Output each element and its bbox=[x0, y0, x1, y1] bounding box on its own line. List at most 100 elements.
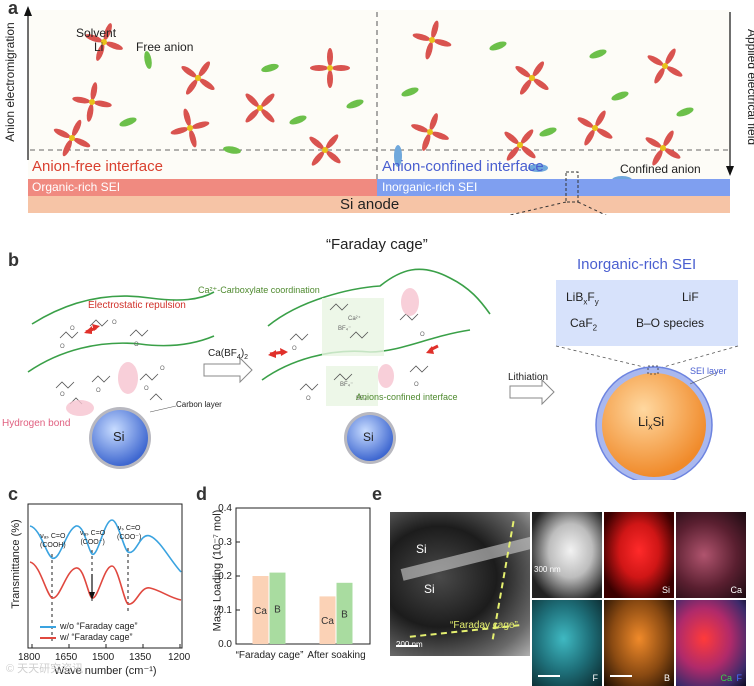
ftir-legend-with: w/ “Faraday cage” bbox=[40, 632, 133, 642]
species-caf2: CaF2 bbox=[570, 316, 598, 333]
sei-layer-label: SEI layer bbox=[690, 366, 727, 376]
species-lif: LiF bbox=[682, 290, 699, 304]
bar-series-label: B bbox=[341, 609, 348, 620]
organic-sei-bar bbox=[28, 179, 377, 196]
si-anode-label: Si anode bbox=[340, 196, 400, 213]
tem-si-label-1: Si bbox=[416, 542, 427, 556]
svg-text:O: O bbox=[70, 326, 75, 332]
confined-anion bbox=[394, 145, 402, 167]
y-tick-label: 0.3 bbox=[218, 537, 232, 548]
panel-a-letter: a bbox=[8, 0, 19, 18]
anion-confined-interface-label: Anion-confined interface bbox=[382, 158, 544, 175]
eds-map-f: F bbox=[532, 600, 602, 686]
ftir-tick-2: 1650 bbox=[55, 652, 78, 663]
eds-map-overlay: Ca F bbox=[676, 600, 746, 686]
ftir-xlabel: Wave number (cm⁻¹) bbox=[54, 665, 157, 677]
inorganic-sei-box bbox=[556, 280, 738, 346]
svg-text:O: O bbox=[306, 396, 311, 402]
svg-text:O: O bbox=[96, 388, 101, 394]
si-anode-bar bbox=[28, 196, 730, 213]
ftir-annotation-3: νₛ C=O(COO⁻) bbox=[117, 525, 142, 541]
tem-image bbox=[390, 512, 530, 656]
bar-b bbox=[336, 582, 353, 644]
ftir-tick-5: 1200 bbox=[168, 652, 191, 663]
ftir-chart bbox=[27, 503, 183, 649]
lixsi-label: LixSi bbox=[638, 414, 665, 432]
panel-c-letter: c bbox=[8, 484, 19, 504]
panel-e-letter: e bbox=[372, 484, 383, 504]
bar-ca bbox=[319, 596, 336, 644]
svg-text:O: O bbox=[144, 386, 149, 392]
applied-field-label: Applied electrical field bbox=[745, 28, 754, 146]
solvent-label: Solvent bbox=[76, 26, 117, 40]
sei-title: Inorganic-rich SEI bbox=[577, 256, 697, 273]
reagent-label: Ca(BF4)2 bbox=[208, 348, 249, 361]
svg-text:Ca²⁺: Ca²⁺ bbox=[348, 315, 361, 322]
confined-anion bbox=[528, 164, 548, 172]
ftir-annotation-1: νₐₛ C=O(COOH) bbox=[40, 533, 66, 549]
mass-loading-ylabel: Mass Loading (10⁻⁷ mol) bbox=[211, 509, 224, 632]
svg-text:BF₄⁻: BF₄⁻ bbox=[338, 326, 351, 332]
bar-series-label: B bbox=[274, 604, 281, 615]
confined-anion-label: Confined anion bbox=[620, 162, 701, 176]
watermark: © 天天研究资讯 bbox=[6, 663, 84, 675]
svg-text:O: O bbox=[134, 342, 139, 348]
lixsi-particle bbox=[602, 373, 706, 477]
tem-si-label-2: Si bbox=[424, 582, 435, 596]
anion-electromigration-label: Anion electromigration bbox=[3, 22, 17, 142]
anions-confined-label: Anions-confined interface bbox=[356, 392, 458, 402]
y-tick-label: 0.1 bbox=[218, 605, 232, 616]
ftir-annotation-2: νₐₛ C=O(COO⁻) bbox=[80, 530, 106, 546]
y-tick-label: 0.0 bbox=[218, 639, 232, 650]
species-libxfy: LiBxFy bbox=[566, 290, 599, 307]
svg-text:O: O bbox=[60, 344, 65, 350]
panel-d-letter: d bbox=[196, 484, 207, 504]
species-bo: B–O species bbox=[636, 316, 705, 330]
haadf-scale-label: 300 nm bbox=[534, 565, 561, 574]
svg-text:O: O bbox=[292, 346, 297, 352]
svg-text:BF₄⁻: BF₄⁻ bbox=[340, 382, 353, 388]
hydrogen-bond-label: Hydrogen bond bbox=[2, 418, 71, 429]
category-label: After soaking bbox=[307, 650, 365, 661]
svg-text:O: O bbox=[420, 332, 425, 338]
anion-free-interface-label: Anion-free interface bbox=[32, 158, 163, 175]
faraday-cage-title: “Faraday cage” bbox=[326, 236, 428, 253]
bar-ca bbox=[252, 576, 269, 644]
ftir-ylabel: Transmittance (%) bbox=[10, 519, 22, 609]
ftir-curve-without bbox=[29, 519, 182, 573]
category-label: “Faraday cage” bbox=[236, 650, 304, 661]
inorganic-sei-bar bbox=[377, 179, 730, 196]
svg-text:O: O bbox=[160, 366, 165, 372]
li-label: Li bbox=[94, 40, 104, 54]
svg-text:O: O bbox=[112, 320, 117, 326]
eds-map-ca: Ca bbox=[676, 512, 746, 598]
panel-b-diagram: O O O O O O O O BF₄⁻ Ca²⁺ BF₄⁻ BF₄⁻ O O O O bbox=[27, 268, 739, 480]
organic-rich-sei-label: Organic-rich SEI bbox=[32, 180, 121, 194]
bar-b bbox=[269, 572, 286, 644]
tem-scale-label: 200 nm bbox=[396, 640, 423, 649]
free-anion-label: Free anion bbox=[136, 40, 194, 54]
si-label-left: Si bbox=[113, 429, 125, 444]
svg-text:O: O bbox=[60, 392, 65, 398]
ftir-curve-with bbox=[29, 561, 182, 605]
haadf-image bbox=[532, 512, 602, 598]
y-tick-label: 0.4 bbox=[218, 503, 232, 514]
si-label-middle: Si bbox=[363, 430, 374, 444]
svg-text:O: O bbox=[414, 382, 419, 388]
svg-text:BF₄⁻: BF₄⁻ bbox=[356, 396, 369, 402]
inorganic-rich-sei-label: Inorganic-rich SEI bbox=[382, 180, 478, 194]
ftir-tick-4: 1350 bbox=[129, 652, 152, 663]
panel-b-letter: b bbox=[8, 250, 19, 270]
eds-map-b: B bbox=[604, 600, 674, 686]
carbon-layer-label: Carbon layer bbox=[176, 400, 222, 409]
panel-a-diagram bbox=[24, 6, 734, 215]
lithiation-label: Lithiation bbox=[508, 372, 549, 383]
coordination-label: Ca²⁺-Carboxylate coordination bbox=[198, 285, 320, 295]
ftir-tick-3: 1500 bbox=[92, 652, 115, 663]
y-tick-label: 0.2 bbox=[218, 571, 232, 582]
eds-map-si: Si bbox=[604, 512, 674, 598]
electrostatic-repulsion-label: Electrostatic repulsion bbox=[88, 300, 186, 311]
ftir-legend-without: w/o “Faraday cage” bbox=[40, 621, 138, 631]
tem-faraday-cage-label: “Faraday cage” bbox=[450, 620, 518, 631]
